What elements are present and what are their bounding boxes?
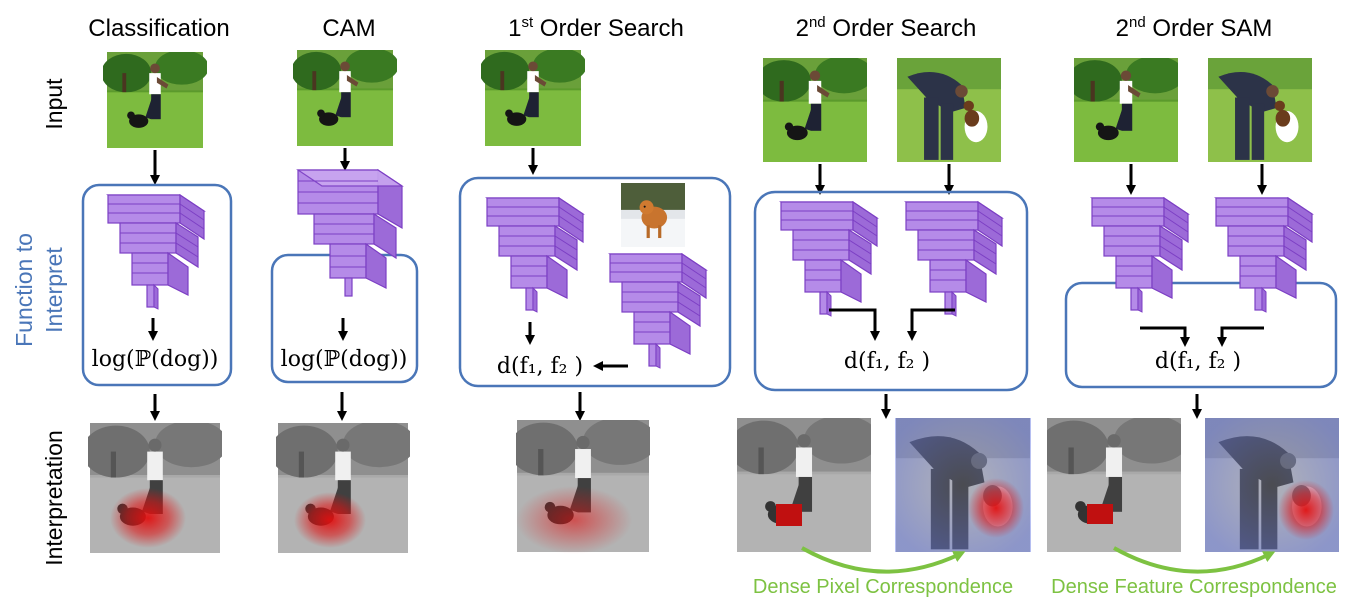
formula-sam: d(f₁, f₂ ): [1155, 349, 1241, 374]
network-second-order-1: [780, 201, 878, 317]
interpretation-sam-2: [1205, 418, 1339, 552]
interpretation-classification: [88, 423, 222, 553]
formula-classification: log(ℙ(dog)): [92, 347, 219, 372]
column-title-cam: CAM: [322, 15, 375, 42]
row-label-input: Input: [41, 78, 67, 130]
network-sam-2: [1215, 197, 1313, 313]
function-box-second-order: [753, 190, 1029, 392]
row-label-interpretation: Interpretation: [41, 430, 67, 566]
input-photo-cam: [293, 50, 397, 146]
input-photo-second-order-2: [897, 58, 1001, 162]
connector-sam-right: [1217, 326, 1264, 347]
formula-cam: log(ℙ(dog)): [281, 347, 408, 372]
input-photo-first-order: [481, 50, 585, 146]
label-dense-feature-correspondence: Dense Feature Correspondence: [1051, 576, 1337, 598]
function-box-classification: [81, 183, 233, 387]
column-title-second-order-sam: 2nd Order SAM: [1116, 14, 1273, 42]
column-title-second-order-search: 2nd Order Search: [796, 14, 977, 42]
formula-second-order: d(f₁, f₂ ): [844, 349, 930, 374]
reference-photo-pomeranian: [621, 183, 685, 247]
arc-feature-correspondence: [1113, 546, 1276, 574]
network-first-order-a: [486, 197, 584, 313]
network-first-order-b: [609, 253, 707, 369]
input-photo-sam-1: [1074, 58, 1178, 162]
network-second-order-2: [905, 201, 1003, 317]
interpretation-cam: [276, 423, 410, 553]
network-classification: [107, 194, 205, 310]
row-label-function-line2: Interpret: [41, 247, 67, 333]
interpretation-first-order: [516, 420, 650, 554]
connector-sam-left: [1140, 326, 1190, 347]
connector-second-order-right: [907, 308, 955, 341]
input-photo-sam-2: [1208, 58, 1312, 162]
column-title-classification: Classification: [88, 15, 229, 42]
column-title-first-order-search: 1st Order Search: [508, 14, 684, 42]
input-photo-second-order-1: [763, 58, 867, 162]
formula-first-order: d(f₁, f₂ ): [497, 354, 583, 379]
interpretation-sam-1: [1047, 418, 1181, 552]
network-sam-1: [1091, 197, 1189, 313]
row-label-function-line1: Function to: [11, 233, 37, 347]
label-dense-pixel-correspondence: Dense Pixel Correspondence: [753, 576, 1013, 598]
function-box-first-order: [458, 176, 732, 388]
network-cam: [297, 169, 403, 297]
connector-second-order-left: [829, 308, 880, 341]
input-photo-classification: [103, 52, 207, 148]
interpretation-second-order-2: [895, 418, 1031, 552]
function-box-sam: [1064, 281, 1338, 389]
arc-pixel-correspondence: [801, 546, 966, 574]
interpretation-second-order-1: [737, 418, 871, 552]
